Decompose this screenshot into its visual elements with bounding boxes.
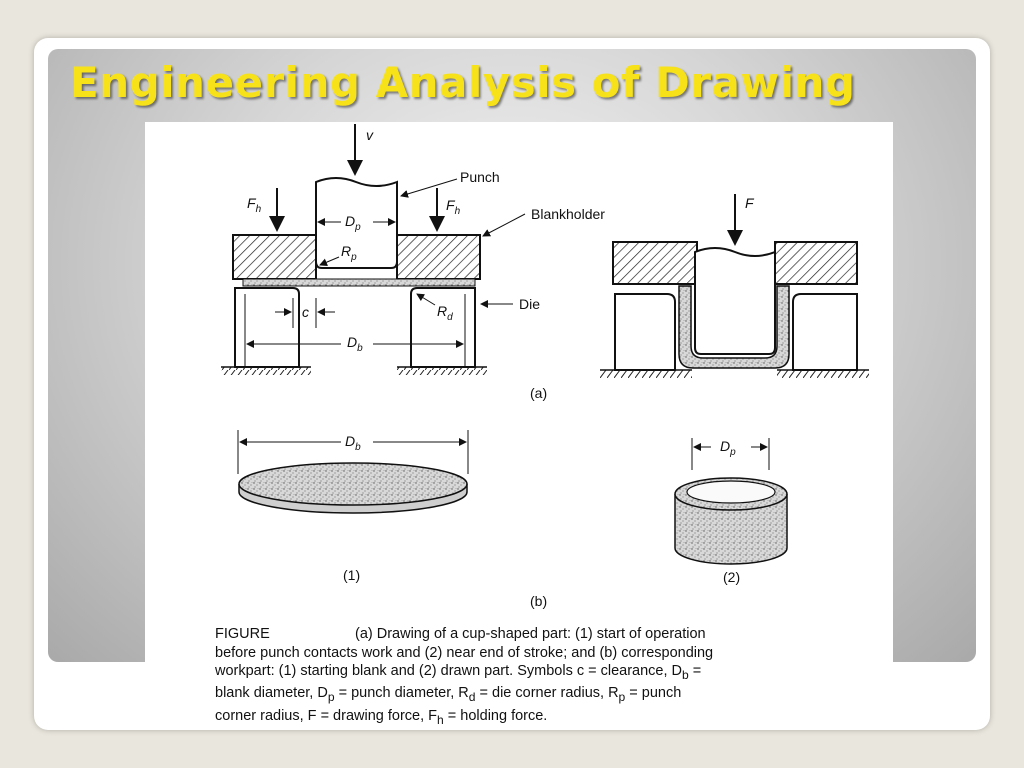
sub-label-1: (1): [343, 567, 360, 583]
figure-card: v Fh Fh Dp: [145, 122, 893, 728]
slide-title: Engineering Analysis of Drawing: [70, 58, 856, 107]
drawing-force-label: F: [745, 195, 755, 211]
figure-caption: FIGURE(a) Drawing of a cup-shaped part: …: [215, 626, 714, 727]
die-left-2: [614, 293, 676, 371]
holding-force-label-right: Fh: [446, 197, 461, 217]
stage-2-assembly: F: [600, 194, 869, 378]
die-label: Die: [519, 296, 540, 312]
blank-diameter-label-b: Db: [345, 433, 361, 453]
clearance-label: c: [302, 304, 309, 320]
part-a-label: (a): [530, 385, 547, 401]
blankholder-label: Blankholder: [531, 206, 605, 222]
punch-diameter-label: Dp: [345, 213, 361, 233]
blankholder-right-1: [396, 234, 481, 280]
caption-lead: FIGURE: [215, 626, 270, 642]
blankholder-left-2: [612, 241, 698, 285]
punch-radius-label: Rp: [341, 243, 357, 263]
part-b-label: (b): [530, 593, 547, 609]
drawn-cup: [678, 285, 790, 369]
holding-force-label-left: Fh: [247, 195, 262, 215]
starting-blank: Db: [237, 430, 469, 514]
drawn-part-diameter-label: Dp: [720, 438, 736, 458]
blank-sheet-1: [242, 278, 476, 287]
drawing-figure: v Fh Fh Dp: [221, 124, 869, 609]
blank-diameter-label-a: Db: [347, 334, 363, 354]
velocity-label: v: [366, 127, 374, 143]
blankholder-right-2: [774, 241, 858, 285]
sub-label-2: (2): [723, 569, 740, 585]
punch-2: [694, 247, 776, 355]
die-radius-label: Rd: [437, 303, 453, 323]
blankholder-left-1: [232, 234, 317, 280]
drawn-part: Dp: [674, 438, 788, 565]
die-right-2: [792, 293, 858, 371]
stage-1-assembly: v Fh Fh Dp: [221, 124, 605, 375]
punch-label: Punch: [460, 169, 500, 185]
